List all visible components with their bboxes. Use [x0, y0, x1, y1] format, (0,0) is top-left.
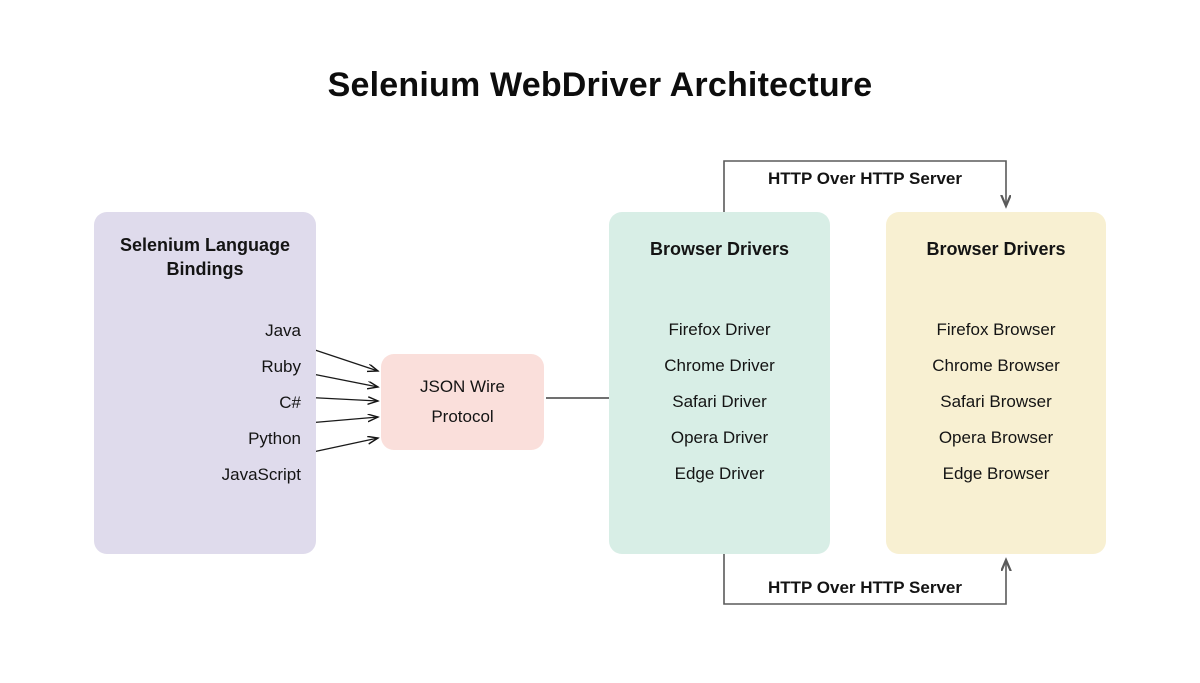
list-item-firefox-browser[interactable]: Firefox Browser: [936, 320, 1056, 339]
list-item-csharp[interactable]: C#: [279, 393, 301, 412]
browser-drivers-panel[interactable]: Browser Drivers Firefox Driver Chrome Dr…: [609, 212, 830, 554]
json-wire-protocol-box[interactable]: JSON Wire Protocol: [381, 354, 544, 450]
top-connector-label: HTTP Over HTTP Server: [767, 169, 962, 188]
list-item-firefox-driver[interactable]: Firefox Driver: [668, 320, 771, 339]
list-item-python[interactable]: Python: [248, 429, 301, 448]
protocol-label-line1: JSON Wire: [420, 377, 505, 396]
list-item-opera-driver[interactable]: Opera Driver: [670, 428, 769, 447]
drivers-list: Firefox Driver Chrome Driver Safari Driv…: [609, 312, 830, 492]
protocol-label: JSON Wire Protocol: [420, 372, 505, 432]
list-item-ruby[interactable]: Ruby: [261, 357, 301, 376]
list-item-chrome-driver[interactable]: Chrome Driver: [664, 356, 775, 375]
list-item-safari-browser[interactable]: Safari Browser: [940, 392, 1052, 411]
list-item-edge-driver[interactable]: Edge Driver: [674, 464, 765, 483]
list-item-javascript[interactable]: JavaScript: [221, 465, 301, 484]
list-item-edge-browser[interactable]: Edge Browser: [942, 464, 1050, 483]
bindings-panel-title: Selenium Language Bindings: [119, 235, 291, 279]
bottom-connector-label: HTTP Over HTTP Server: [767, 578, 962, 597]
selenium-language-bindings-panel[interactable]: Selenium Language Bindings Java Ruby C# …: [94, 212, 316, 554]
protocol-label-line2: Protocol: [431, 407, 494, 426]
drivers-panel-title: Browser Drivers: [649, 239, 790, 259]
browsers-list: Firefox Browser Chrome Browser Safari Br…: [886, 312, 1106, 492]
list-item-opera-browser[interactable]: Opera Browser: [938, 428, 1054, 447]
bindings-list: Java Ruby C# Python JavaScript: [94, 313, 316, 493]
browsers-panel[interactable]: Browser Drivers Firefox Browser Chrome B…: [886, 212, 1106, 554]
browsers-panel-title: Browser Drivers: [926, 239, 1066, 259]
list-item-chrome-browser[interactable]: Chrome Browser: [932, 356, 1060, 375]
list-item-java[interactable]: Java: [265, 321, 301, 340]
page-title: Selenium WebDriver Architecture: [327, 66, 873, 104]
list-item-safari-driver[interactable]: Safari Driver: [672, 392, 767, 411]
